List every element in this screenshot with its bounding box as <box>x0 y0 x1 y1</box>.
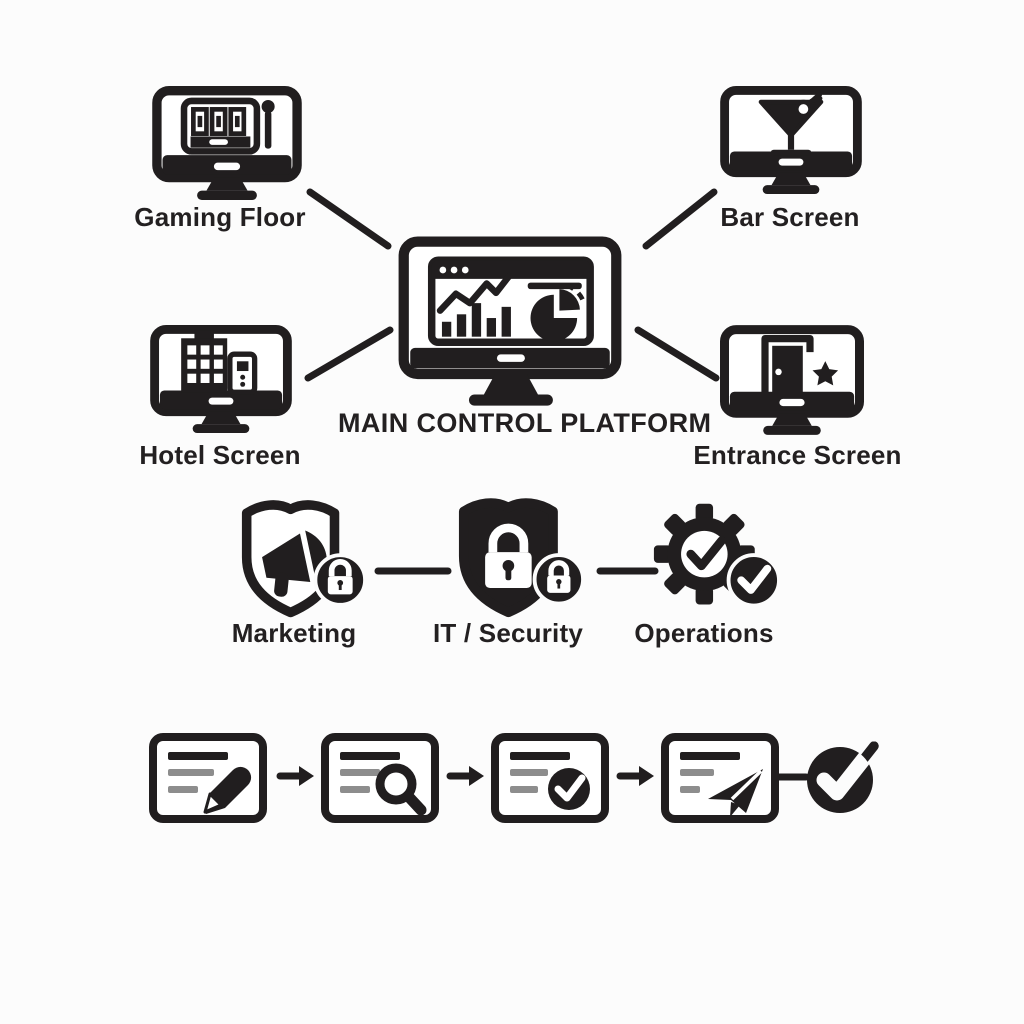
connector-bar-hub <box>642 188 718 250</box>
arrow-right-icon <box>276 766 314 786</box>
connector-hotel-hub <box>304 326 394 382</box>
paper-plane-icon <box>708 769 763 817</box>
arrow-right-icon <box>616 766 654 786</box>
connector-entrance-hub <box>634 326 720 382</box>
cocktail-monitor-icon <box>720 86 862 194</box>
check-circle-glyph <box>548 768 590 810</box>
it-security-label: IT / Security <box>433 618 583 648</box>
gaming-floor-label: Gaming Floor <box>134 202 306 232</box>
padlock-badge-icon <box>532 553 585 606</box>
check-circle-icon <box>807 738 882 813</box>
arrow-right-icon <box>446 766 484 786</box>
hub-label: MAIN CONTROL PLATFORM <box>338 408 712 438</box>
marketing-label: Marketing <box>231 618 357 648</box>
analytics-dashboard-monitor-icon <box>398 236 622 406</box>
document-search-icon <box>321 733 439 823</box>
hotel-screen-label: Hotel Screen <box>139 440 301 470</box>
document-edit-icon <box>149 733 267 823</box>
gear-check-icon <box>653 503 781 608</box>
document-check-icon <box>491 733 609 823</box>
entrance-screen-label: Entrance Screen <box>693 440 902 470</box>
operations-label: Operations <box>634 618 774 648</box>
pencil-icon <box>203 766 252 814</box>
padlock-glyph <box>485 523 532 589</box>
slot-machine-monitor-icon <box>152 86 302 200</box>
trend-line-glyph <box>436 272 513 314</box>
document-send-icon <box>661 733 779 823</box>
pie-chart-glyph <box>530 283 586 342</box>
bar-screen-label: Bar Screen <box>720 202 860 232</box>
padlock-badge-icon <box>313 553 367 607</box>
star-glyph <box>812 361 839 386</box>
shield-megaphone-icon <box>241 500 367 618</box>
bar-chart-glyph <box>441 303 511 337</box>
entrance-door-star-monitor-icon <box>720 325 864 435</box>
shield-padlock-icon <box>458 498 585 618</box>
connector-gaming-hub <box>306 188 392 250</box>
check-badge-icon <box>726 553 781 608</box>
hotel-building-monitor-icon <box>150 325 292 433</box>
magnifier-icon <box>375 763 427 816</box>
